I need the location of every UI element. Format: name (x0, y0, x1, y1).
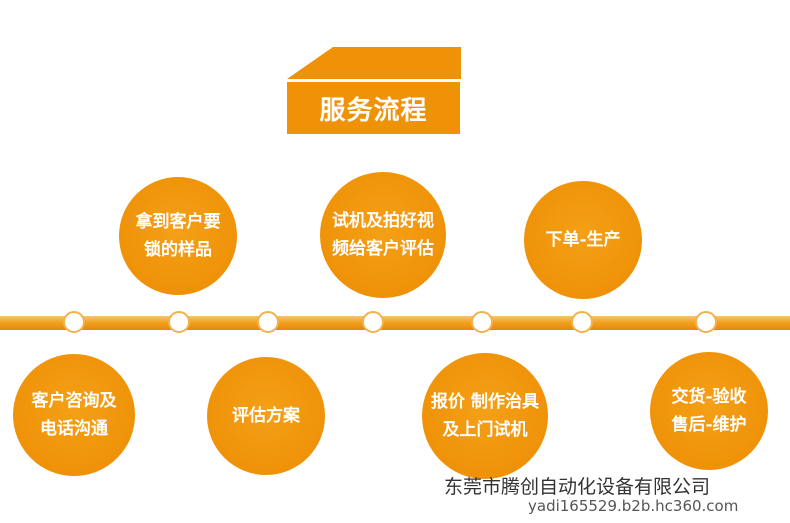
timeline-node (63, 311, 85, 333)
step-label: 试机及拍好视 (332, 211, 434, 231)
step-label: 下单-生产 (545, 230, 621, 250)
company-name: 东莞市腾创自动化设备有限公司 (444, 476, 711, 498)
step-bubble-evaluate: 评估方案 (207, 357, 325, 475)
timeline-node (362, 311, 384, 333)
step-label: 评估方案 (232, 406, 300, 426)
step-label: 售后-维护 (671, 415, 747, 435)
timeline-line (0, 316, 790, 330)
timeline-node (257, 311, 279, 333)
step-label: 客户咨询及 (31, 391, 117, 411)
step-bubble-sample: 拿到客户要 锁的样品 (119, 177, 237, 295)
step-label: 及上门试机 (442, 420, 528, 440)
page-title: 服务流程 (319, 95, 428, 126)
step-label: 频给客户评估 (332, 239, 434, 259)
step-label: 拿到客户要 (135, 212, 221, 232)
step-bubble-production: 下单-生产 (524, 181, 642, 299)
timeline-node (168, 311, 190, 333)
timeline-node (695, 311, 717, 333)
step-label: 锁的样品 (144, 240, 212, 260)
step-label: 电话沟通 (40, 419, 108, 439)
timeline-node (471, 311, 493, 333)
step-label: 报价 制作治具 (431, 392, 539, 412)
timeline-node (571, 311, 593, 333)
watermark-url: yadi165529.b2b.hc360.com (528, 497, 739, 515)
step-bubble-trial: 试机及拍好视 频给客户评估 (320, 172, 446, 298)
step-bubble-delivery: 交货-验收 售后-维护 (650, 352, 768, 470)
step-bubble-consult: 客户咨询及 电话沟通 (13, 354, 135, 476)
step-bubble-quote: 报价 制作治具 及上门试机 (422, 353, 548, 479)
step-label: 交货-验收 (671, 387, 747, 407)
